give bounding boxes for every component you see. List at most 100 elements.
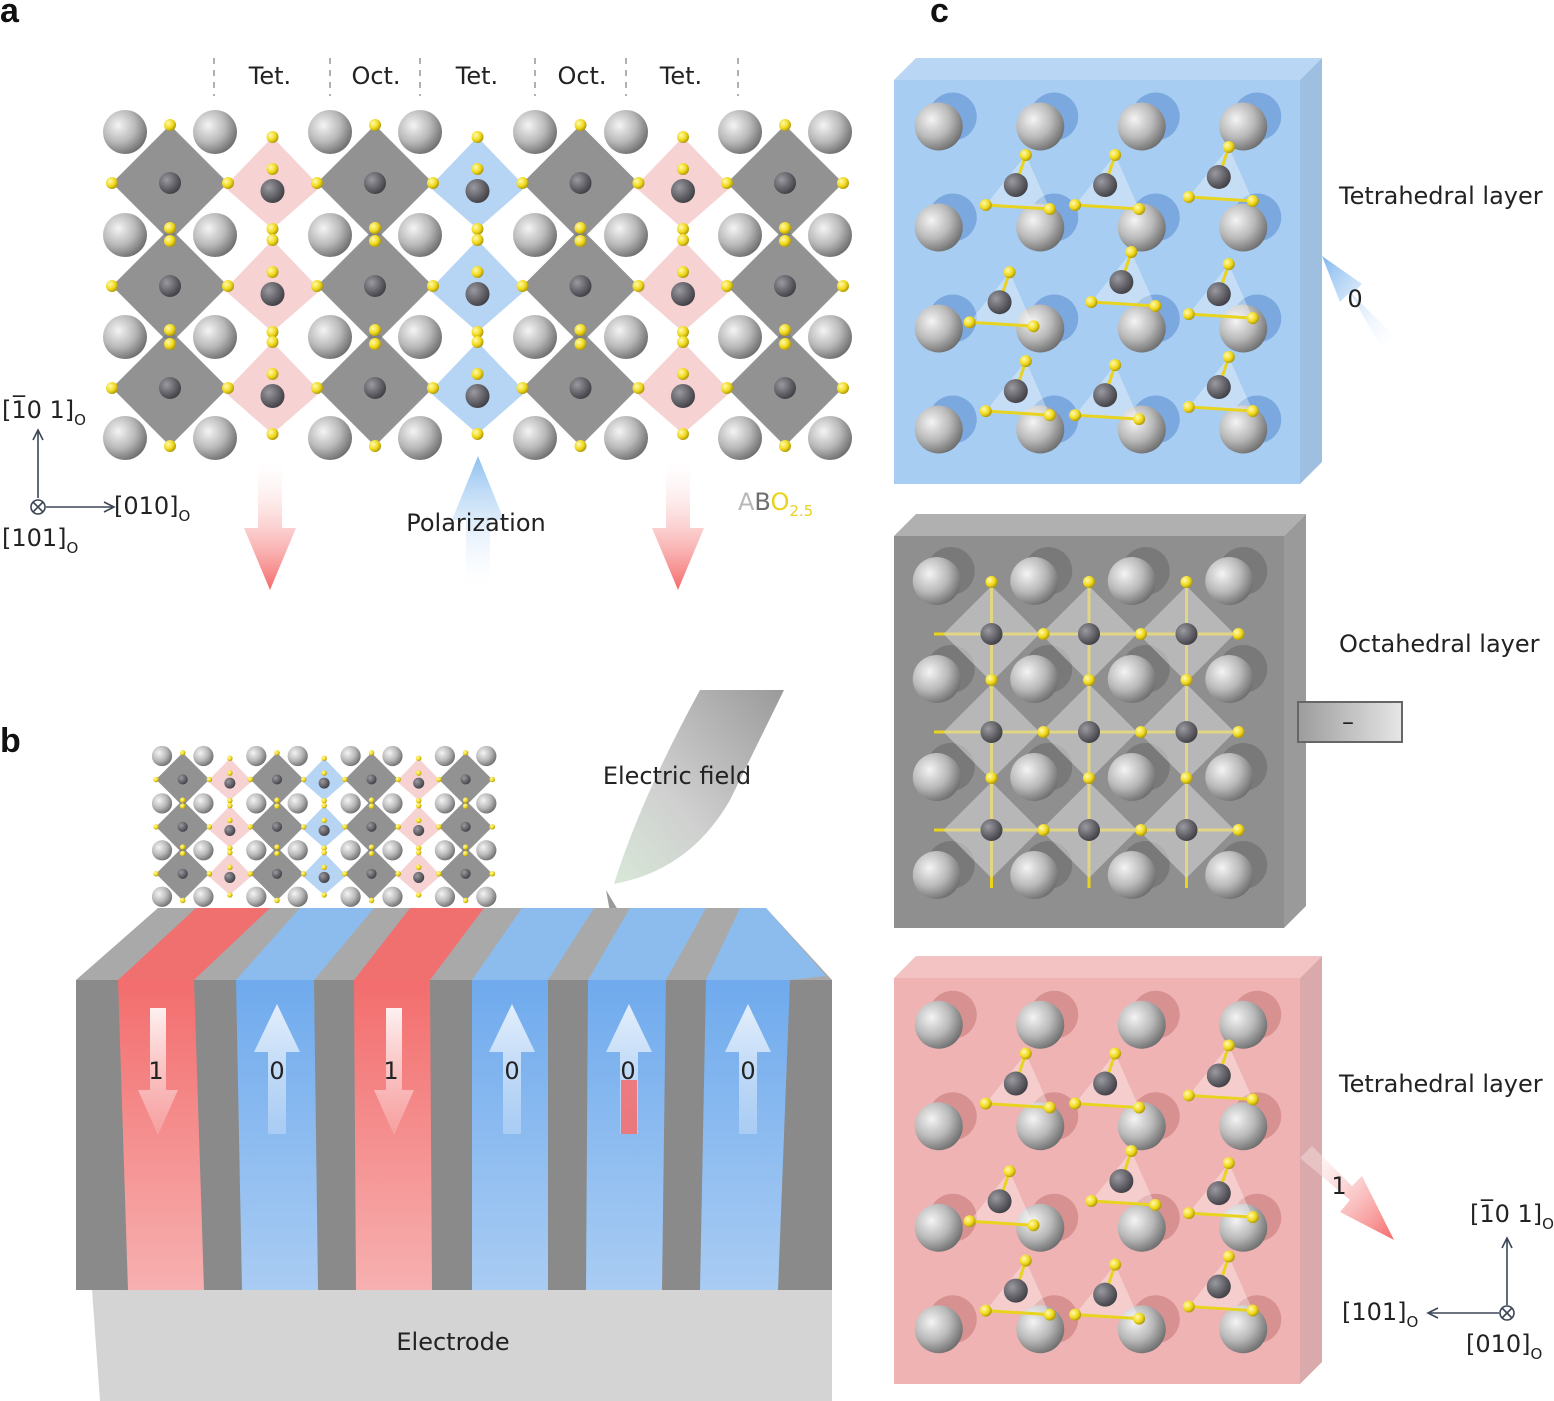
a-site-atom — [912, 655, 961, 703]
b-site-atom — [224, 871, 236, 883]
bond-line — [969, 320, 1034, 328]
oxygen-atom — [632, 382, 645, 394]
oxygen-atom — [1232, 628, 1245, 640]
oxygen-atom — [321, 849, 327, 856]
a-site-atom — [912, 557, 961, 605]
a-site-atom — [287, 886, 308, 907]
oxygen-atom — [266, 131, 279, 143]
oxygen-atom — [321, 802, 327, 809]
b-site-atom — [318, 777, 330, 789]
oxygen-atom — [574, 338, 587, 350]
oxygen-atom — [574, 235, 587, 247]
a-site-atom — [808, 315, 852, 359]
domain-strip-1 — [118, 980, 204, 1290]
b-site-atom — [987, 290, 1012, 315]
oxygen-atom — [179, 797, 186, 803]
b-site-atom — [271, 821, 283, 832]
oxygen-atom — [1069, 1308, 1082, 1321]
a-site-atom — [914, 304, 963, 353]
bond-line — [1091, 1199, 1156, 1207]
a-site-atom — [604, 315, 648, 359]
a-site-atom — [604, 416, 648, 460]
a-site-atom — [151, 793, 173, 814]
a-site-atom — [718, 110, 762, 154]
b-site-atom — [177, 821, 188, 832]
b-site-atom — [366, 774, 377, 785]
a-site-atom — [513, 213, 557, 257]
a-site-atom — [476, 793, 497, 814]
oxygen-atom — [415, 817, 422, 824]
bond-line — [969, 1219, 1034, 1227]
oxygen-atom — [311, 280, 323, 292]
b-site-atom — [1078, 623, 1100, 645]
oxygen-atom — [1222, 1157, 1235, 1170]
a-site-atom — [246, 840, 267, 861]
b-site-atom — [465, 282, 490, 306]
tetrahedral-layer-bottom-atoms — [914, 990, 1282, 1354]
a-site-atom — [914, 102, 963, 151]
bond-line — [1188, 312, 1253, 320]
oxygen-atom — [489, 871, 496, 877]
a-site-atom — [912, 753, 961, 801]
b-site-atom — [366, 821, 377, 832]
b-site-atom — [460, 821, 471, 832]
oxygen-atom — [471, 234, 484, 246]
oxygen-atom — [1180, 674, 1193, 686]
a-site-atom — [476, 840, 497, 861]
polarization-arrow-down-left — [244, 462, 296, 590]
oxygen-atom — [471, 326, 484, 338]
oxygen-atom — [266, 223, 279, 235]
domain-strip-6 — [700, 980, 790, 1290]
oxygen-atom — [963, 316, 976, 329]
oxygen-atom — [227, 802, 233, 809]
b-site-atom — [1175, 721, 1198, 743]
a-site-atom — [193, 110, 237, 154]
oxygen-atom — [1069, 199, 1082, 212]
b-site-atom — [1175, 623, 1198, 645]
panel-a-letter: a — [0, 0, 20, 30]
a-site-atom — [434, 793, 456, 814]
oxygen-atom — [227, 797, 233, 804]
b-site-atom — [1206, 1274, 1231, 1299]
oxygen-atom — [779, 440, 791, 452]
polarization-arrow-down-right — [652, 462, 704, 590]
a-site-atom — [287, 840, 308, 861]
b-site-atom — [1078, 721, 1100, 743]
oxygen-atom — [1003, 1165, 1016, 1178]
domain-strip-4 — [472, 980, 548, 1290]
b-site-atom — [980, 721, 1003, 743]
b-site-atom — [1206, 164, 1231, 189]
oxygen-atom — [266, 234, 279, 246]
b-site-atom — [1206, 1063, 1231, 1088]
layer-box-bottom — [894, 956, 1322, 1384]
bond-line — [1075, 1102, 1140, 1110]
oxygen-atom — [677, 368, 689, 380]
oxygen-atom — [415, 755, 422, 762]
a-site-atom — [1117, 304, 1166, 353]
oxygen-atom — [206, 776, 213, 783]
oxygen-atom — [516, 280, 529, 292]
oxygen-atom — [1182, 1207, 1195, 1220]
oxygen-atom — [1135, 628, 1147, 640]
b-site-atom — [1175, 819, 1198, 841]
b-site-atom — [980, 623, 1003, 645]
oxygen-atom — [1109, 1258, 1122, 1271]
oxygen-atom — [1133, 1101, 1146, 1114]
a-site-atom — [308, 315, 352, 359]
oxygen-atom — [516, 382, 529, 394]
column-label-tet-2: Tet. — [455, 62, 498, 90]
oxygen-atom — [1085, 296, 1098, 308]
a-site-atom — [1219, 203, 1268, 252]
oxygen-atom — [471, 336, 484, 348]
oxygen-atom — [342, 871, 348, 877]
a-site-atom — [1117, 1102, 1166, 1151]
state-arrow-bottom — [1300, 1146, 1394, 1240]
oxygen-atom — [266, 336, 279, 348]
a-site-atom — [604, 213, 648, 257]
state-arrow-up-5 — [606, 1004, 652, 1134]
b-site-atom — [224, 825, 236, 837]
b-site-atom — [318, 825, 330, 837]
oxygen-atom — [779, 119, 791, 131]
b-site-atom — [159, 172, 181, 194]
b-site-atom — [1093, 1071, 1118, 1096]
